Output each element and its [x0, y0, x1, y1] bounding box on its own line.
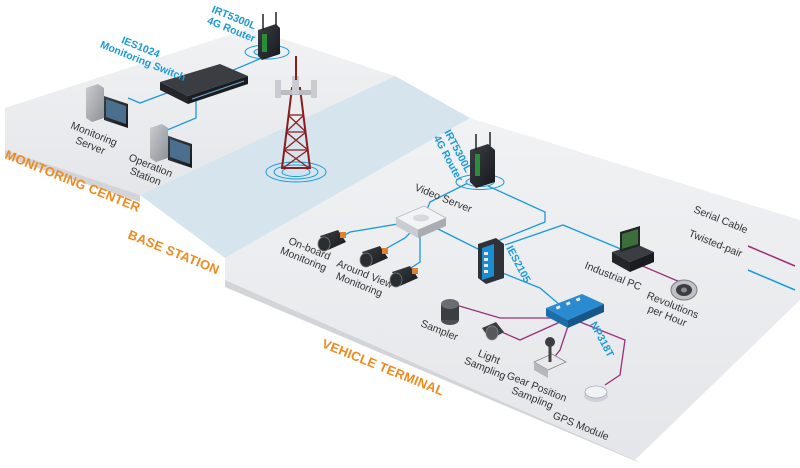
np318t-device[interactable]	[546, 294, 604, 328]
gear-position-device[interactable]	[533, 337, 567, 378]
router-top-device[interactable]	[244, 12, 290, 60]
sampler-device[interactable]	[441, 299, 459, 325]
cable-np318t-to-gps	[579, 321, 626, 386]
monitoring-center-platform	[5, 28, 395, 195]
cable-ies2105-to-np318t	[489, 267, 561, 306]
cable-video-to-ies2105	[429, 224, 481, 251]
cable-router-to-ies2105	[487, 185, 546, 243]
cable-np318t-to-sampler	[455, 304, 552, 319]
legend-twisted-line	[747, 269, 796, 291]
cable-video-to-cam3	[407, 232, 421, 271]
rph-sensor-device[interactable]	[670, 279, 698, 301]
vehicle-terminal-platform	[225, 118, 800, 460]
camera-onboard[interactable]	[317, 230, 346, 252]
camera-around-view-2[interactable]	[389, 266, 418, 288]
video-server-device[interactable]	[395, 205, 447, 238]
monitoring-server-device[interactable]	[86, 84, 128, 128]
light-sampling-device[interactable]	[482, 322, 504, 341]
cable-ies2105-to-ipc	[504, 224, 629, 253]
cell-tower	[265, 56, 327, 183]
ies1024-switch-device[interactable]	[160, 64, 248, 104]
camera-around-view-1[interactable]	[359, 246, 388, 268]
gps-module-device[interactable]	[584, 385, 608, 402]
platforms	[5, 28, 800, 463]
cable-np318t-to-light	[496, 321, 561, 341]
ies2105-device[interactable]	[478, 238, 504, 284]
industrial-pc-device[interactable]	[612, 226, 654, 272]
serial-cables	[455, 261, 681, 386]
operation-station-device[interactable]	[150, 124, 192, 168]
router-vehicle-device[interactable]	[455, 132, 505, 190]
legend-serial-line	[747, 245, 796, 267]
